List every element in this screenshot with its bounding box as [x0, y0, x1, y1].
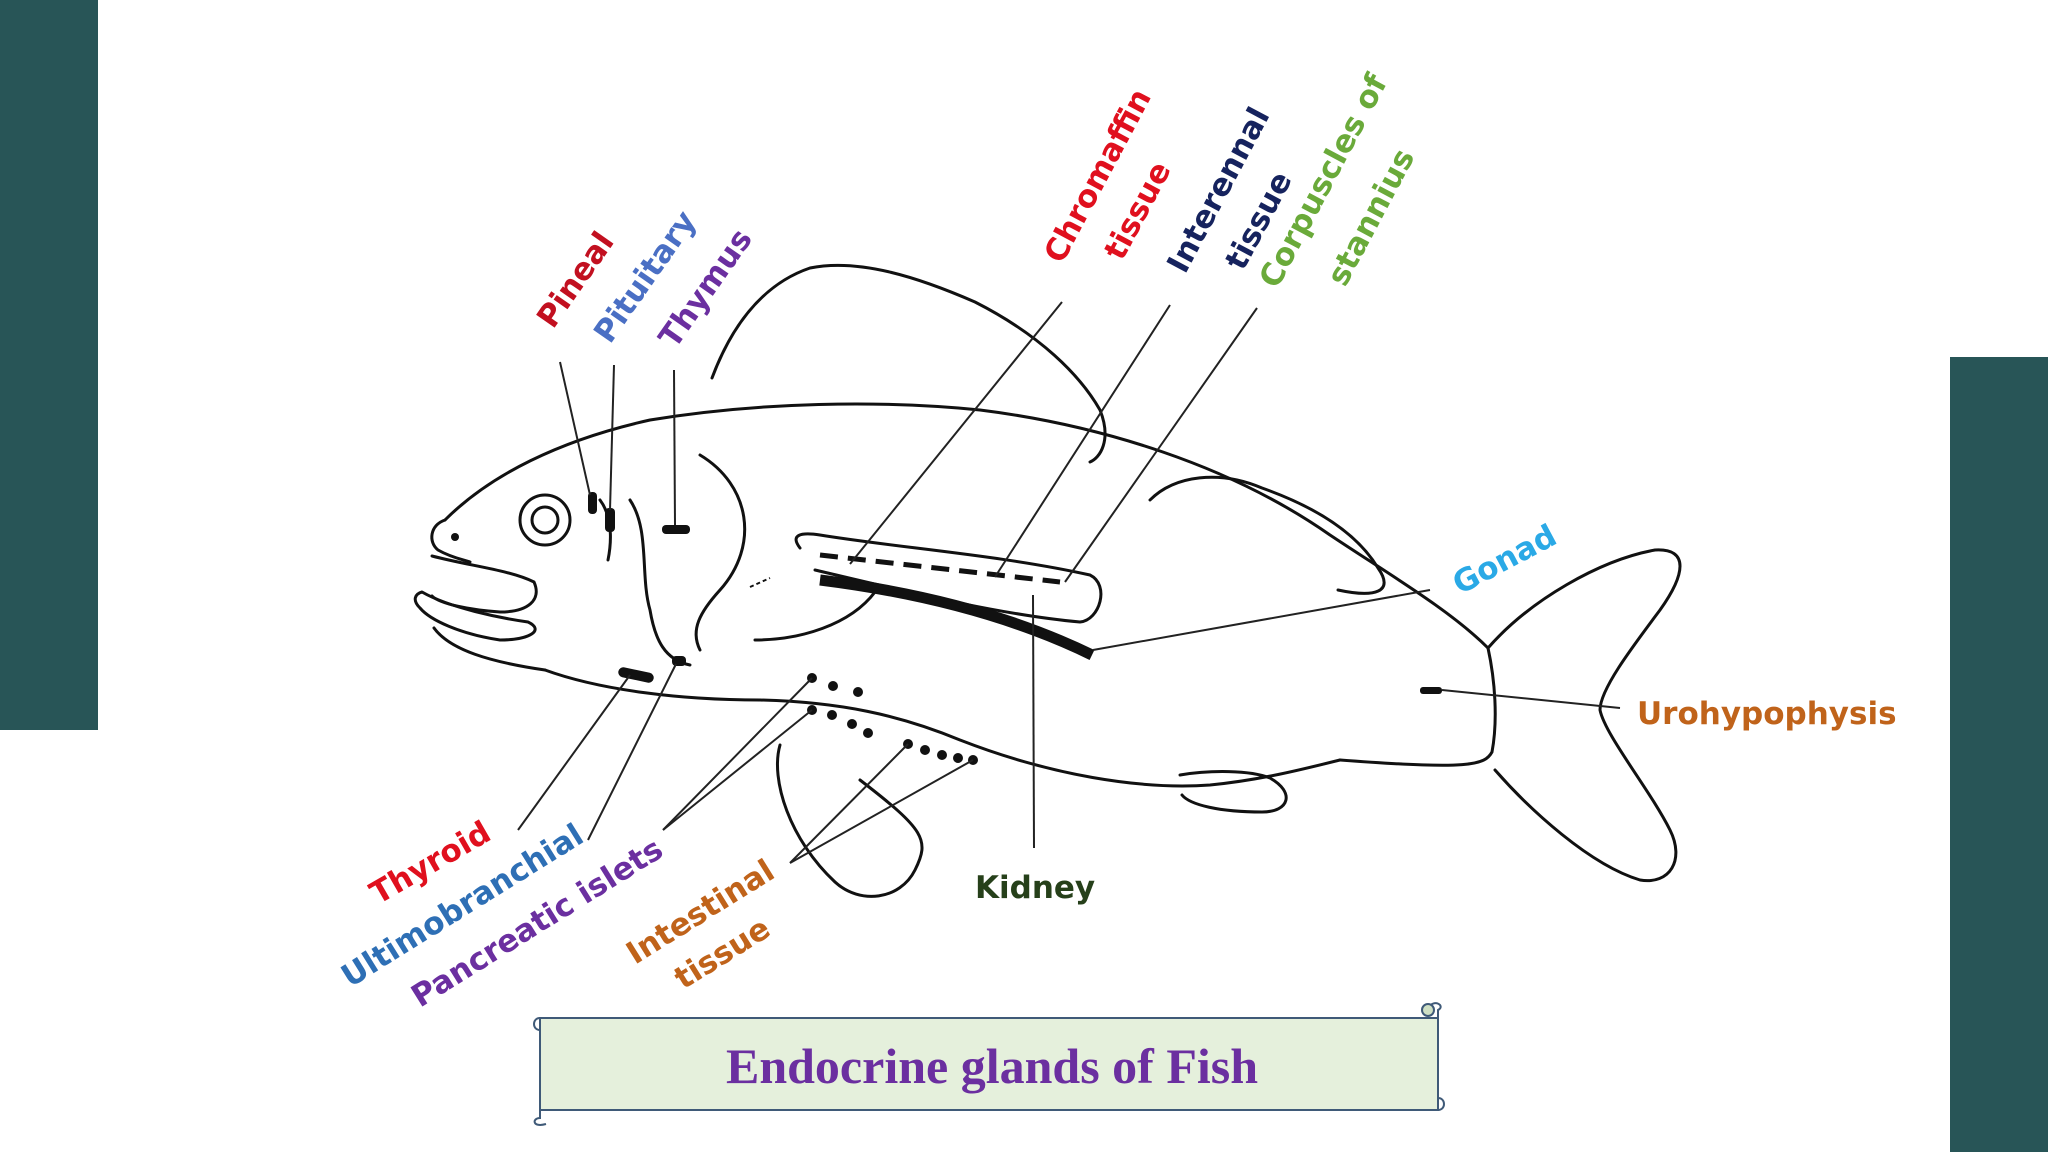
kidney-leader	[1032, 594, 1035, 849]
intestinal-leader-1	[789, 743, 909, 864]
chin-line	[432, 626, 547, 672]
leader-lines	[517, 301, 1621, 864]
interrenal-leader	[994, 304, 1171, 578]
dorsal-fin	[710, 263, 1107, 464]
belly	[543, 668, 1342, 788]
interrenal-dashes	[819, 552, 1061, 585]
pancreatic-dot	[828, 681, 838, 691]
pancreatic-dot	[827, 710, 837, 720]
head-cheek	[598, 498, 612, 562]
body-back	[443, 402, 1490, 650]
pancreatic-leader-2	[662, 709, 813, 831]
labels: Pineal Pituitary Thymus Chromaffin tissu…	[335, 68, 1896, 1015]
second-dorsal-fin	[1148, 475, 1386, 595]
pineal-leader	[559, 361, 591, 496]
tail-fin	[1486, 548, 1682, 883]
thyroid-gland	[618, 667, 654, 683]
pituitary-leader	[609, 364, 615, 511]
diagram-title: Endocrine glands of Fish	[726, 1038, 1258, 1094]
right-accent-bar	[1950, 357, 2048, 1152]
intestinal-dot	[920, 745, 930, 755]
anal-fin	[1178, 770, 1288, 814]
eye-inner	[530, 505, 560, 535]
head-front	[430, 518, 472, 564]
gonad-band	[819, 574, 1095, 660]
intestinal-dot	[937, 750, 947, 760]
pituitary-gland	[605, 508, 615, 532]
operculum	[628, 498, 692, 667]
pectoral-edge	[753, 590, 877, 642]
chromaffin-leader	[849, 301, 1063, 565]
thymus-leader	[673, 369, 676, 526]
pelvic-fin	[775, 743, 924, 898]
gonad-leader	[1092, 589, 1431, 651]
banner-left-scroll	[533, 1017, 547, 1126]
glands	[588, 492, 1442, 765]
eye-outer	[518, 493, 572, 547]
gill-cover	[694, 453, 747, 652]
left-accent-bar	[0, 0, 98, 730]
banner-curl	[1421, 1003, 1435, 1017]
pancreatic-leader-1	[662, 677, 813, 831]
title-banner: Endocrine glands of Fish	[533, 1002, 1445, 1126]
ultimobranchial-leader	[587, 663, 677, 841]
kidney-label: Kidney	[975, 870, 1095, 906]
ultimobranchial-gland	[672, 656, 686, 666]
urohypophysis-gland	[1420, 687, 1442, 694]
fish-outline	[413, 263, 1682, 898]
kidney-duct	[749, 577, 771, 588]
pancreatic-dot	[863, 728, 873, 738]
thyroid-leader	[517, 674, 631, 831]
nostril	[451, 533, 459, 541]
thymus-gland	[662, 525, 690, 534]
pancreatic-dot	[853, 687, 863, 697]
pineal-gland	[588, 492, 597, 514]
corpuscles-leader	[1064, 307, 1258, 583]
intestinal-dot	[953, 753, 963, 763]
caudal-peduncle	[1338, 646, 1497, 767]
gonad-label: Gonad	[1447, 518, 1563, 602]
urohypophysis-label: Urohypophysis	[1637, 696, 1897, 732]
pancreatic-dot	[847, 719, 857, 729]
urohypophysis-leader	[1441, 689, 1621, 709]
intestinal-leader-2	[789, 759, 974, 864]
banner-body	[539, 1017, 1439, 1111]
lower-jaw	[413, 590, 537, 642]
